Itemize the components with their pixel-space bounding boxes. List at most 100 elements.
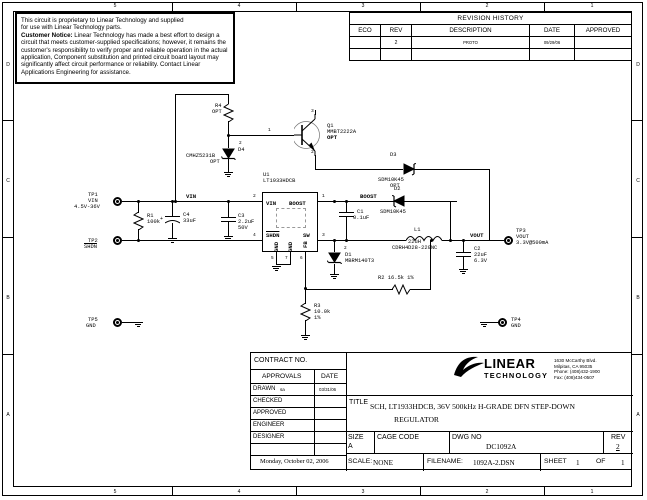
net-label-vout: VOUT <box>470 232 484 239</box>
tb-line <box>423 453 424 471</box>
tp5-name: GND <box>86 323 96 329</box>
tp2-name: SHDN <box>84 244 97 250</box>
zone-top-1: 1 <box>590 3 594 9</box>
u1-pin-label-shdn: SHDN <box>266 232 280 239</box>
c2-lead-top <box>463 240 464 252</box>
tb-line <box>346 453 633 454</box>
u1-pin-number-boost: 1 <box>322 194 325 199</box>
zone-tick <box>2 354 13 355</box>
d4-lead-top <box>228 135 229 148</box>
junction-dot <box>137 239 140 242</box>
d1-schottky-diode-symbol <box>327 252 342 264</box>
testpoint-tp2[interactable] <box>113 236 122 245</box>
zone-tick <box>420 487 421 496</box>
tb-line <box>251 431 346 432</box>
net-shdn-wire <box>122 240 244 241</box>
size-label: SIZE <box>348 434 364 441</box>
u1-gnd-a-lead <box>276 252 277 264</box>
q1-pin-3: 3 <box>311 109 314 114</box>
q1-collector-stub <box>315 110 316 111</box>
d4-note: OPT <box>210 159 220 165</box>
rev-cell-date: 09/29/06 <box>529 36 575 49</box>
u1-fb-lead <box>305 252 306 288</box>
junction-dot <box>304 287 307 290</box>
u1-pin-number-sw: 3 <box>322 233 325 238</box>
r4-note: OPT <box>212 109 222 115</box>
q1-pin-1: 1 <box>268 128 271 133</box>
ground-symbol <box>480 322 489 323</box>
d2-value: SDM10K45 <box>380 209 406 215</box>
zone-tick <box>172 2 173 11</box>
rev-label: REV <box>611 434 626 441</box>
zone-left-a: A <box>6 412 10 418</box>
u1-boost-lead <box>318 201 336 202</box>
q1-emitter-to-d3-wire <box>315 169 390 170</box>
ground-symbol <box>225 174 231 175</box>
ground-symbol <box>460 271 466 272</box>
testpoint-tp3[interactable] <box>504 236 513 245</box>
d4-ref: D4 <box>238 147 245 153</box>
zone-tick <box>172 487 173 496</box>
ground-symbol <box>330 274 339 275</box>
u1-ic-body[interactable] <box>262 192 318 252</box>
testpoint-tp5[interactable] <box>113 318 122 327</box>
zone-tick <box>544 2 545 11</box>
d3-ref: D3 <box>390 152 397 158</box>
drawing-frame-inner <box>13 11 632 487</box>
tp3-name: VOUT <box>516 234 529 240</box>
logo-subtitle: TECHNOLOGY <box>484 371 549 380</box>
r3-lead-top <box>305 289 306 304</box>
ground-symbol <box>481 324 487 325</box>
tb-divider-date-col <box>314 369 315 455</box>
ground-symbol <box>301 335 310 336</box>
d4-value: CMHZ5231B <box>186 153 216 159</box>
rev-cell-approved <box>574 36 632 49</box>
ground-symbol <box>273 268 279 269</box>
scale-label: SCALE: <box>348 458 373 465</box>
zone-tick <box>632 354 643 355</box>
ground-symbol <box>171 242 174 243</box>
zone-right-b: B <box>636 295 640 301</box>
d2-schottky-diode-symbol <box>392 195 405 208</box>
zone-bottom-3: 3 <box>361 489 365 495</box>
tb-line <box>251 407 346 408</box>
u1-pin-number-vin: 2 <box>253 194 256 199</box>
c3-value: 2.2uF <box>238 219 255 225</box>
rev-cell-eco <box>349 36 381 49</box>
q1-ref: Q1 <box>327 123 334 129</box>
ground-symbol <box>224 236 233 237</box>
u1-pin-label-fb: FB <box>302 241 309 248</box>
d3-cathode-wire <box>414 169 489 170</box>
dwg-no-label: DWG NO <box>452 434 482 441</box>
notice-line-2: for use with Linear Technology parts. <box>21 24 122 32</box>
u1-shdn-lead <box>244 240 262 241</box>
d1-ref: D1 <box>345 252 352 258</box>
ground-symbol <box>459 269 468 270</box>
logo-address: 1630 McCarthy Blvd. Milpitas, CA 95035 P… <box>554 358 600 380</box>
cage-code-label: CAGE CODE <box>377 434 420 441</box>
tp1-ref: TP1 <box>88 192 98 198</box>
ground-symbol <box>462 273 465 274</box>
u1-pin-number-gnd-b: 7 <box>285 256 288 261</box>
u1-pin-number-gnd-a: 5 <box>271 256 274 261</box>
d3-note: OPT <box>390 183 400 189</box>
c1-ref: C1 <box>357 209 364 215</box>
tb-line <box>251 383 346 384</box>
rev-cell-description: PROTO <box>411 36 530 49</box>
ground-symbol <box>134 322 143 323</box>
u1-shdn-stub <box>244 240 245 241</box>
d3-anode-wire <box>390 169 403 170</box>
c3-lead-bottom <box>228 221 229 236</box>
sheet-total: 1 <box>621 459 625 467</box>
q1-emitter-wire <box>315 155 316 169</box>
d2-ref: D2 <box>394 186 401 192</box>
approval-role-checked: CHECKED <box>253 398 283 404</box>
l1-inductor-symbol <box>406 235 442 242</box>
testpoint-tp4[interactable] <box>498 318 507 327</box>
testpoint-tp1[interactable] <box>113 197 122 206</box>
u1-pin-label-gnd-b: GND <box>287 241 294 252</box>
u1-pin-number-fb: 6 <box>300 256 303 261</box>
sheet-of-label: OF <box>596 458 606 465</box>
r2-resistor-symbol <box>392 284 410 295</box>
